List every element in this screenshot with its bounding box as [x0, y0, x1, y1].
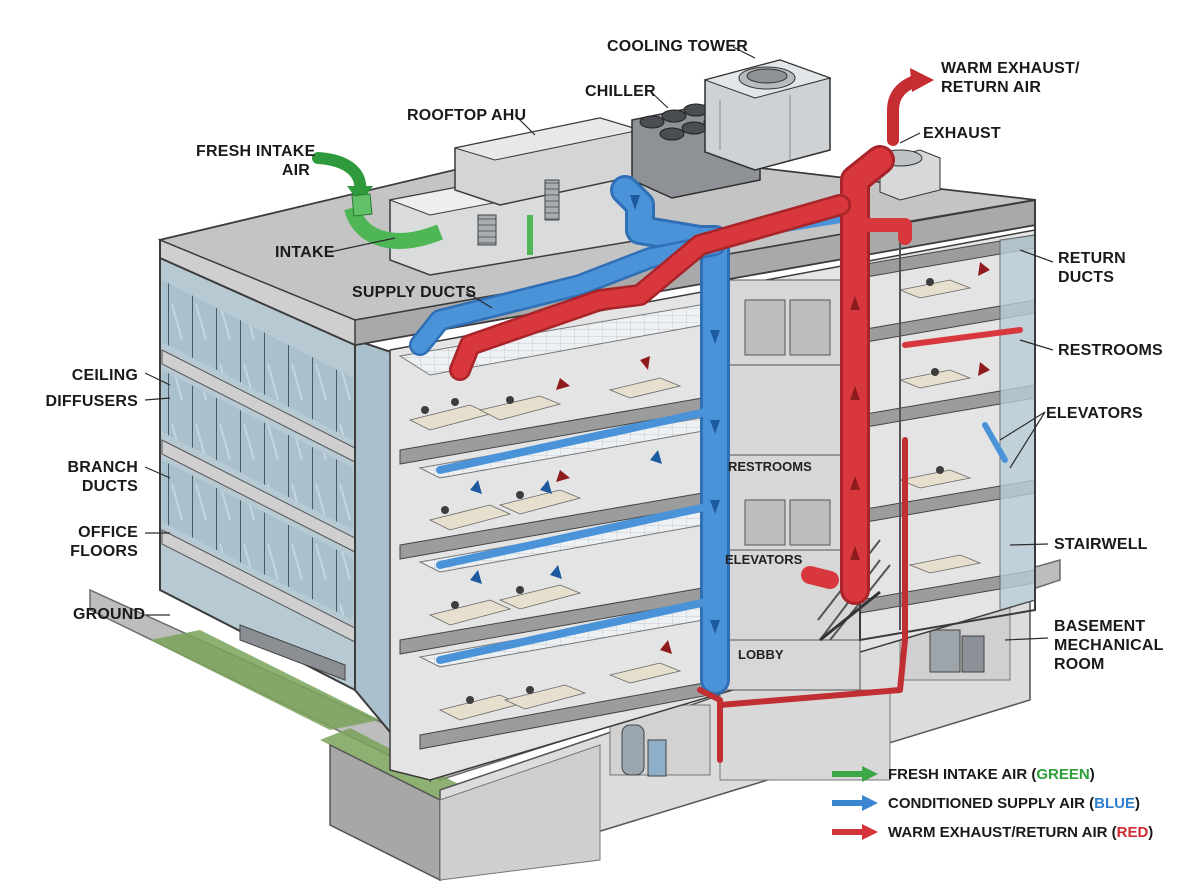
leader-lines [144, 46, 1054, 641]
supply-arrows [470, 195, 720, 634]
cooling-tower-unit [703, 59, 832, 171]
fresh-intake-path [312, 152, 533, 255]
ceiling-diffusers-label: CEILING DIFFUSERS [45, 367, 138, 410]
elevators-inner-label: ELEVATORS [725, 552, 803, 567]
return-ducts-label: RETURN DUCTS [1058, 250, 1126, 286]
stairwell-label: STAIRWELL [1054, 536, 1148, 553]
blue-arrow-icon [832, 795, 878, 811]
chiller-label: CHILLER [585, 83, 656, 100]
legend-supply: CONDITIONED SUPPLY AIR (BLUE) [832, 791, 1140, 815]
red-arrow-icon [832, 824, 878, 840]
green-arrow-icon [832, 766, 878, 782]
exhaust-label: EXHAUST [923, 125, 1001, 142]
cooling-tower-label: COOLING TOWER [607, 38, 748, 55]
intake-label: INTAKE [275, 244, 335, 261]
basement-block [329, 588, 1031, 882]
rooftop-ahu [388, 117, 642, 276]
return-arrows [556, 262, 990, 654]
legend-fresh: FRESH INTAKE AIR (GREEN) [832, 762, 1095, 786]
warm-exhaust-arrow [887, 68, 934, 146]
fresh-intake-air-label: FRESH INTAKE AIR [196, 143, 316, 179]
rooftop-ahu-label: ROOFTOP AHU [407, 107, 527, 124]
branch-ducts-label: BRANCH DUCTS [67, 459, 138, 495]
basement-label: BASEMENT MECHANICAL ROOM [1054, 618, 1164, 673]
office-floors-label: OFFICE FLOORS [70, 524, 138, 560]
lobby-label: LOBBY [738, 647, 784, 662]
legend-exhaust: WARM EXHAUST/RETURN AIR (RED) [832, 820, 1153, 844]
return-air-path [449, 145, 1023, 763]
elevators-right-label: ELEVATORS [1046, 405, 1143, 422]
supply-ducts-label: SUPPLY DUCTS [352, 284, 477, 301]
restrooms-inner-label: RESTROOMS [728, 459, 812, 474]
warm-exhaust-label: WARM EXHAUST/ RETURN AIR [941, 60, 1080, 96]
ground-label: GROUND [73, 606, 146, 623]
restrooms-right-label: RESTROOMS [1058, 342, 1163, 359]
